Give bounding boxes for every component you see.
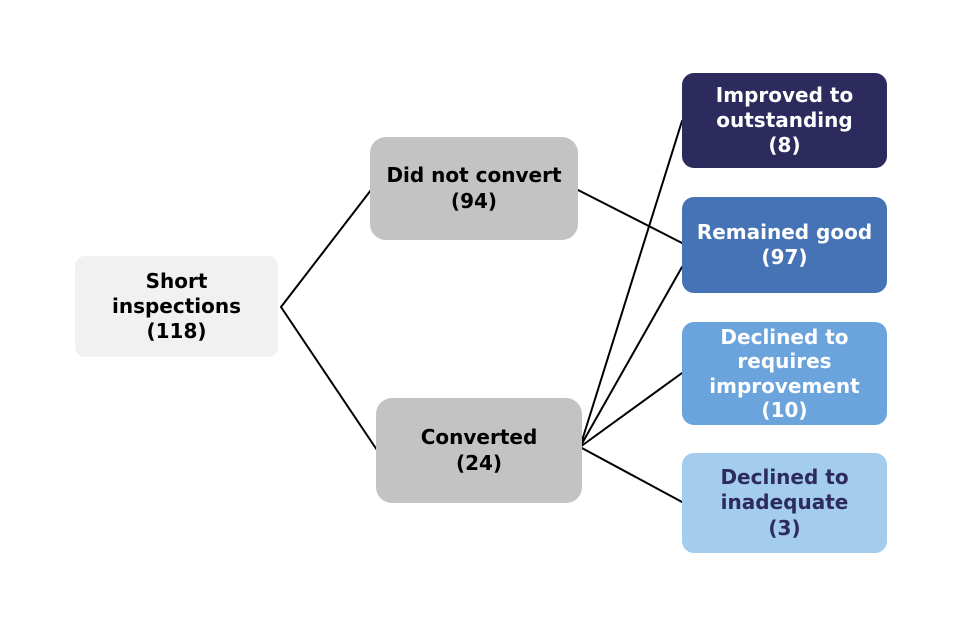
node-improved-to-outstanding: Improved to outstanding (8) — [682, 73, 887, 168]
node-remained-good: Remained good (97) — [682, 197, 887, 293]
node-short-inspections: Short inspections (118) — [75, 256, 278, 357]
edge-short-inspections-to-did-not-convert — [280, 189, 372, 308]
node-converted: Converted (24) — [376, 398, 582, 503]
edge-converted-to-improved-to-outstanding — [579, 120, 683, 448]
edge-converted-to-remained-good — [579, 266, 683, 448]
node-declined-to-requires-improvement: Declined to requires improvement (10) — [682, 322, 887, 425]
edge-did-not-convert-to-remained-good — [577, 189, 683, 244]
edge-converted-to-declined-to-inadequate — [579, 446, 683, 503]
edge-converted-to-declined-to-requires-improvement — [579, 372, 683, 448]
node-did-not-convert: Did not convert (94) — [370, 137, 578, 240]
edge-short-inspections-to-converted — [280, 306, 378, 451]
node-declined-to-inadequate: Declined to inadequate (3) — [682, 453, 887, 553]
